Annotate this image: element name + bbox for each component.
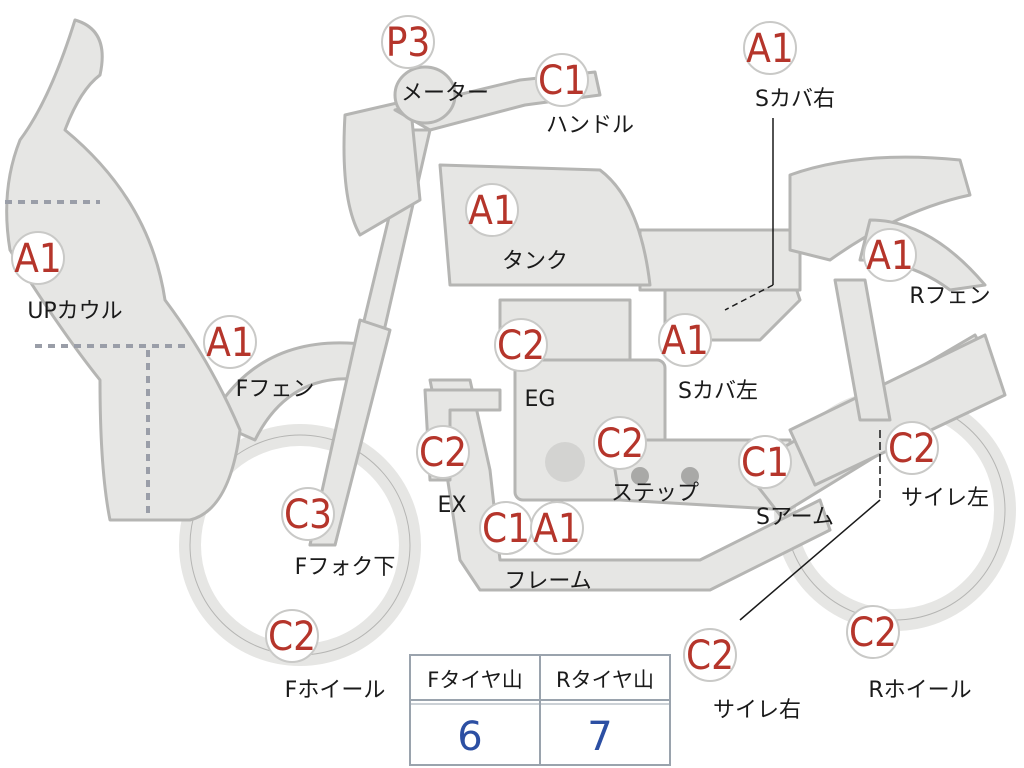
front-fork-lower-badge <box>281 487 335 541</box>
upper-cowl-badge <box>11 231 65 285</box>
front-fender-grade: A1 <box>206 320 254 366</box>
upper-cowl-grade: A1 <box>14 236 62 282</box>
muffler-left-badge <box>885 421 939 475</box>
upper-cowl-label: UPカウル <box>27 299 122 324</box>
rear-wheel-badge <box>846 605 900 659</box>
rear-fender-grade: A1 <box>866 233 914 279</box>
front-fender-label: Fフェン <box>236 377 315 402</box>
side-cover-right-badge <box>743 21 797 75</box>
front-tire-value: 6 <box>457 714 482 760</box>
engine-label: EG <box>525 387 556 412</box>
front-wheel-grade: C2 <box>268 614 316 660</box>
side-cover-right-label: Sカバ右 <box>755 87 835 112</box>
muffler-shape <box>788 333 1007 487</box>
tank-grade: A1 <box>468 188 516 234</box>
rear-tire-header: Rタイヤ山 <box>556 668 654 692</box>
front-fender-badge <box>203 315 257 369</box>
meter-grade: P3 <box>386 20 431 66</box>
swing-arm-label: Sアーム <box>756 505 834 530</box>
side-cover-left-label: Sカバ左 <box>678 379 758 404</box>
front-wheel-label: Fホイール <box>285 678 386 703</box>
frame-label: フレーム <box>504 569 591 594</box>
engine-grade: C2 <box>497 323 545 369</box>
seat-base-shape <box>638 228 802 292</box>
step-grade: C2 <box>596 421 644 467</box>
handle-grade: C1 <box>538 58 586 104</box>
headlight-shape <box>342 98 422 237</box>
muffler-right-badge <box>683 628 737 682</box>
tank-badge <box>465 183 519 237</box>
meter-shape <box>393 65 457 125</box>
upper-cowl-shape <box>5 18 242 522</box>
muffler-left-grade: C2 <box>888 426 936 472</box>
front-fork-lower-grade: C3 <box>284 492 332 538</box>
leader-lines <box>724 118 881 621</box>
tank-label: タンク <box>502 249 568 274</box>
swing-arm-badge <box>738 435 792 489</box>
exhaust-grade: C2 <box>419 430 467 476</box>
meter-badge <box>381 15 435 69</box>
rear-wheel-grade: C2 <box>849 610 897 656</box>
front-tire-header: Fタイヤ山 <box>427 668 522 692</box>
tire-tread-table: Fタイヤ山 Rタイヤ山 6 7 <box>409 654 671 766</box>
rear-wheel-label: Rホイール <box>868 678 971 703</box>
rear-fender-badge <box>863 228 917 282</box>
front-fork-lower-label: Fフォク下 <box>295 555 396 580</box>
muffler-left-label: サイレ左 <box>901 486 989 511</box>
handle-badge <box>535 53 589 107</box>
muffler-right-label: サイレ右 <box>713 698 801 723</box>
side-cover-left-grade: A1 <box>661 318 709 364</box>
handle-label: ハンドル <box>546 113 634 138</box>
rear-tire-value: 7 <box>587 714 612 760</box>
engine-badge <box>494 318 548 372</box>
rear-fender-label: Rフェン <box>909 284 990 309</box>
frame-grade: C1 <box>482 506 530 552</box>
exhaust-badge <box>416 425 470 479</box>
tail-shape <box>788 155 972 262</box>
meter-label: メーター <box>401 81 489 106</box>
frame-grade: A1 <box>533 506 581 552</box>
front-fork-lower-shape <box>308 318 392 547</box>
swing-arm-grade: C1 <box>741 440 789 486</box>
muffler-right-grade: C2 <box>686 633 734 679</box>
cowl-seams <box>5 200 190 515</box>
exhaust-label: EX <box>438 493 467 518</box>
frame-badge <box>530 501 584 555</box>
side-cover-right-grade: A1 <box>746 26 794 72</box>
step-badge <box>593 416 647 470</box>
front-wheel-badge <box>265 609 319 663</box>
side-cover-left-badge <box>658 313 712 367</box>
step-label: ステップ <box>611 481 699 506</box>
rear-shock-shape <box>833 278 892 422</box>
